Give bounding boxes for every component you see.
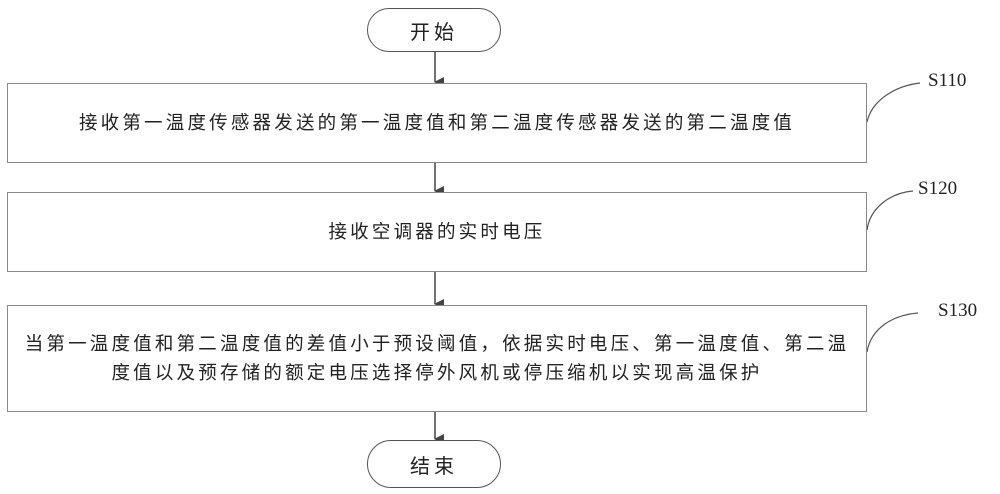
start-terminator: 开始: [367, 8, 501, 52]
start-label: 开始: [410, 19, 458, 44]
end-label: 结束: [410, 453, 458, 478]
process-box-s130: 当第一温度值和第二温度值的差值小于预设阈值，依据实时电压、第一温度值、第二温度值…: [7, 305, 867, 412]
leader-line-s130: [866, 312, 919, 353]
step-label-s120: S120: [918, 178, 958, 199]
step-label-s130: S130: [938, 300, 978, 321]
process-text-s130: 当第一温度值和第二温度值的差值小于预设阈值，依据实时电压、第一温度值、第二温度值…: [24, 333, 850, 384]
process-box-s120: 接收空调器的实时电压: [7, 192, 867, 272]
process-text-s120: 接收空调器的实时电压: [328, 221, 546, 243]
end-terminator: 结束: [367, 440, 501, 488]
process-text-s110: 接收第一温度传感器发送的第一温度值和第二温度传感器发送的第二温度值: [78, 112, 796, 134]
leader-line-s110: [866, 82, 921, 123]
leader-line-s120: [866, 190, 914, 231]
step-label-s110: S110: [928, 70, 967, 91]
process-box-s110: 接收第一温度传感器发送的第一温度值和第二温度传感器发送的第二温度值: [7, 83, 867, 163]
